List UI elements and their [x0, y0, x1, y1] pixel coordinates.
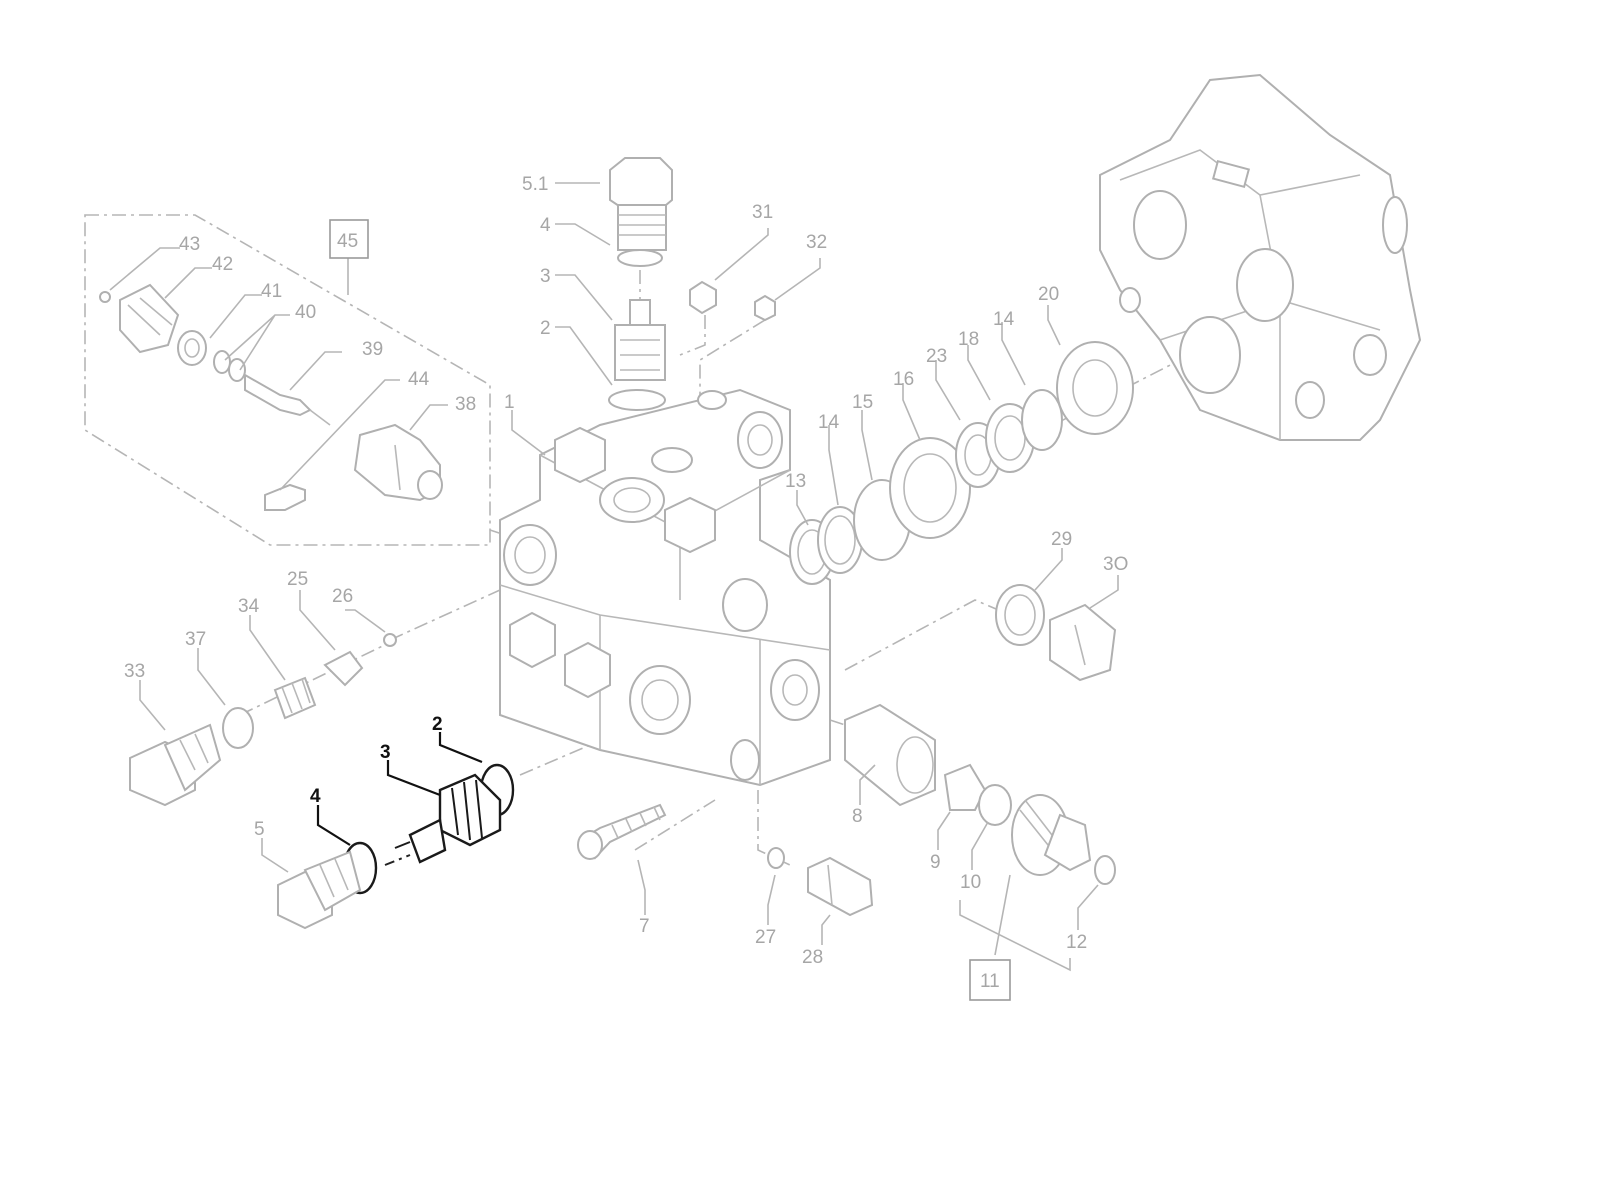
left-side-parts: [129, 633, 397, 807]
callout-8: 8: [852, 806, 863, 827]
callout-18: 18: [958, 329, 979, 350]
callout-42: 42: [212, 254, 233, 275]
parts-29-30: [995, 584, 1117, 682]
callout-5: 5: [254, 819, 265, 840]
subassembly-45-outline: [84, 214, 491, 546]
pump-housing-part: [1099, 73, 1422, 441]
callout-38: 38: [455, 394, 476, 415]
label-box-11: [969, 959, 1011, 1001]
callout-3-highlighted: 3: [380, 742, 391, 763]
callout-30: 3O: [1103, 554, 1128, 575]
callout-34: 34: [238, 596, 260, 617]
callout-2-top: 2: [540, 318, 551, 339]
callout-9: 9: [930, 852, 941, 873]
callout-5-1: 5.1: [522, 174, 548, 195]
phantom-line: [679, 315, 706, 356]
callout-10: 10: [960, 872, 981, 893]
callout-12: 12: [1066, 932, 1087, 953]
phantom-line: [389, 589, 501, 641]
callout-20: 20: [1038, 284, 1059, 305]
phantom-line: [239, 639, 396, 716]
callout-28: 28: [802, 947, 823, 968]
callout-2-highlighted: 2: [432, 714, 443, 735]
callout-15: 15: [852, 392, 873, 413]
callout-41: 41: [261, 281, 282, 302]
phantom-line: [519, 744, 591, 776]
phantom-line: [829, 719, 861, 731]
callout-43: 43: [179, 234, 200, 255]
fittings-31-32: [689, 280, 776, 322]
callout-14-b: 14: [818, 412, 840, 433]
callout-44: 44: [408, 369, 430, 390]
callout-29: 29: [1051, 529, 1072, 550]
label-box-45: [329, 219, 369, 259]
callout-25: 25: [287, 569, 308, 590]
subassembly-45-parts: [99, 283, 443, 511]
right-ring-stack: [789, 341, 1134, 585]
phantom-line-highlighted: [384, 854, 411, 866]
callout-39: 39: [362, 339, 383, 360]
bottom-right-stack: [844, 703, 1116, 885]
callout-16: 16: [893, 369, 914, 390]
callout-4-top: 4: [540, 215, 551, 236]
callout-11: 11: [980, 971, 1000, 992]
highlighted-cartridge-assembly: [277, 763, 515, 930]
callout-3-top: 3: [540, 266, 551, 287]
callout-7: 7: [639, 916, 650, 937]
callout-33: 33: [124, 661, 145, 682]
top-relief-valve-stack: [608, 157, 673, 411]
callout-32: 32: [806, 232, 827, 253]
leader-lines: [109, 182, 1119, 972]
callout-31: 31: [752, 202, 773, 223]
callout-37: 37: [185, 629, 206, 650]
valve-body-part: [499, 388, 831, 787]
screw-7: [577, 803, 667, 860]
callout-40: 40: [295, 302, 316, 323]
callout-45: 45: [337, 231, 358, 252]
callout-14-a: 14: [993, 309, 1015, 330]
callout-labels: 5.1 4 3 2 1 31 32 43 42 41 40 39 44 38 4…: [124, 174, 1128, 992]
phantom-line: [634, 799, 716, 851]
callout-23: 23: [926, 346, 947, 367]
callout-26: 26: [332, 586, 353, 607]
callout-1: 1: [504, 392, 515, 413]
parts-27-28: [767, 847, 874, 917]
callout-4-highlighted: 4: [310, 786, 321, 807]
callout-13: 13: [785, 471, 806, 492]
callout-27: 27: [755, 927, 776, 948]
phantom-line: [844, 599, 1011, 671]
